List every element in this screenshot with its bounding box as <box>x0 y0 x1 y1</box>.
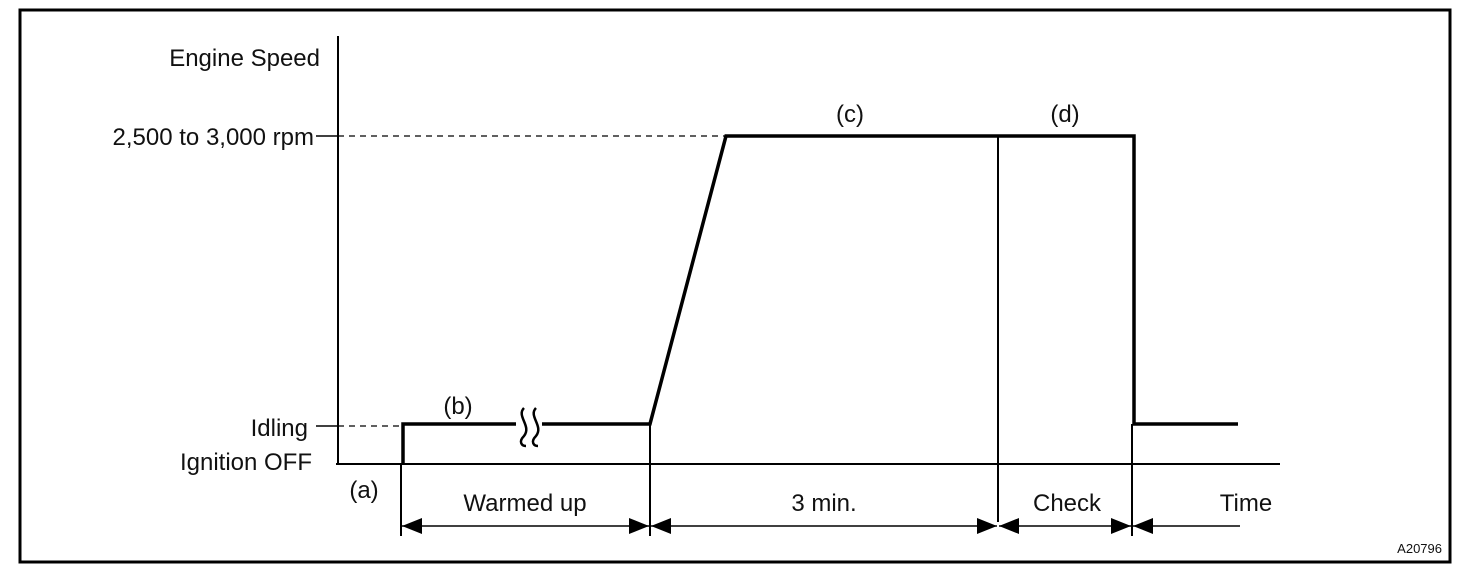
phase-warmed-up-label: Warmed up <box>463 490 586 517</box>
step-label-d: (d) <box>1050 101 1079 128</box>
level-idle-label: Idling <box>251 415 308 442</box>
level-high-label: 2,500 to 3,000 rpm <box>113 124 314 151</box>
speed-profile-ramp <box>542 134 1238 426</box>
break-symbol <box>519 407 540 448</box>
figure-frame <box>18 8 1452 564</box>
step-label-b: (b) <box>443 393 472 420</box>
phase-check-label: Check <box>1033 490 1102 517</box>
phase-3-min-label: 3 min. <box>791 490 856 517</box>
step-label-a: (a) <box>349 477 378 504</box>
figure-code: A20796 <box>1397 541 1442 556</box>
y-axis-title: Engine Speed <box>169 45 320 72</box>
level-off-label: Ignition OFF <box>180 449 312 476</box>
speed-profile <box>401 422 516 464</box>
step-label-c: (c) <box>836 101 864 128</box>
x-axis-title: Time <box>1220 490 1272 517</box>
